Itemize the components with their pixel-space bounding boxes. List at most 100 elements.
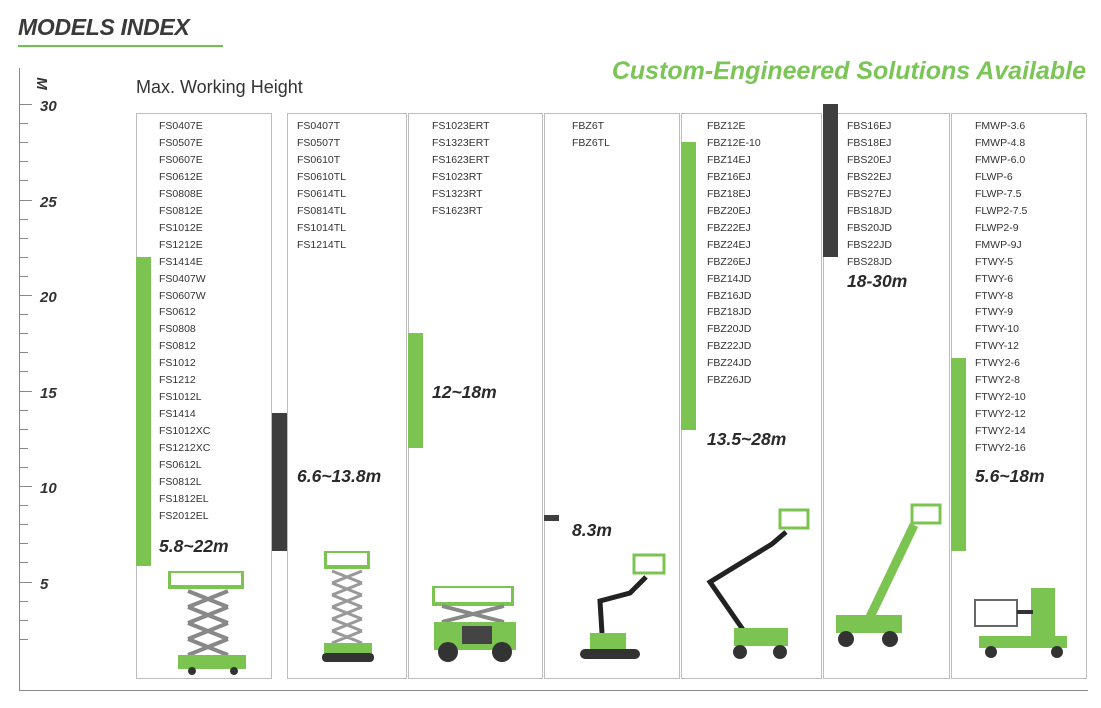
minor-tick: [19, 352, 28, 353]
tracked-scissor-lift-icon: [322, 551, 374, 662]
tick-label: 15: [40, 385, 57, 402]
minor-tick: [19, 524, 28, 525]
tick-label: 10: [40, 480, 57, 497]
model-column: [287, 113, 407, 679]
minor-tick: [19, 333, 28, 334]
minor-tick: [19, 429, 28, 430]
minor-tick: [19, 639, 28, 640]
model-name: FS1414: [159, 408, 196, 421]
tick-label: 30: [40, 98, 57, 115]
model-name: FS0610T: [297, 153, 341, 166]
model-name: FBS18EJ: [847, 136, 892, 149]
model-name: FTWY-12: [975, 340, 1019, 353]
height-range-bar: [408, 333, 423, 448]
minor-tick: [19, 448, 28, 449]
model-name: FS0607E: [159, 153, 203, 166]
base-line: [19, 690, 1088, 691]
model-name: FS1023ERT: [432, 120, 490, 132]
height-range-bar: [823, 104, 838, 257]
minor-tick: [19, 276, 28, 277]
model-name: FLWP-7.5: [975, 187, 1022, 200]
minor-tick: [19, 371, 28, 372]
tick-label: 25: [40, 194, 57, 211]
model-name: FS0407W: [159, 272, 206, 285]
model-name: FBZ16EJ: [707, 170, 751, 183]
model-name: FBZ22JD: [707, 340, 752, 353]
model-name: FTWY-8: [975, 289, 1014, 302]
model-name: FBZ26JD: [707, 374, 752, 387]
model-name: FBS22JD: [847, 238, 892, 251]
model-name: FS0614TL: [297, 187, 347, 200]
model-name: FS1214TL: [297, 238, 347, 251]
model-name: FTWY-5: [975, 255, 1014, 268]
model-name: FBZ12E-10: [707, 136, 761, 149]
minor-tick: [19, 257, 28, 258]
model-name: FBZ18JD: [707, 306, 752, 319]
title-underline: [18, 45, 223, 47]
model-name: FMWP-4.8: [975, 136, 1026, 149]
height-range-label: 18-30m: [847, 271, 908, 291]
model-name: FS2012EL: [159, 509, 209, 522]
height-range-bar: [951, 358, 966, 551]
model-name: FS1023RT: [432, 170, 483, 183]
model-name: FS0612: [159, 306, 196, 319]
major-tick: [19, 486, 32, 487]
model-name: FTWY2-10: [975, 391, 1026, 404]
height-range-label: 12~18m: [432, 382, 497, 402]
model-name: FS0507E: [159, 136, 203, 149]
rough-terrain-scissor-lift-icon: [432, 586, 516, 662]
model-name: FBZ22EJ: [707, 221, 751, 234]
chart-subtitle: Max. Working Height: [136, 77, 303, 97]
model-name: FS1012E: [159, 221, 203, 234]
model-column: [408, 113, 543, 679]
model-name: FMWP-6.0: [975, 153, 1026, 166]
model-name: FBS27EJ: [847, 187, 892, 200]
model-name: FS1323ERT: [432, 136, 490, 149]
model-name: FBZ14EJ: [707, 153, 751, 166]
minor-tick: [19, 219, 28, 220]
height-range-bar: [544, 515, 559, 521]
articulating-boom-lift-icon: [706, 508, 810, 659]
minor-tick: [19, 562, 28, 563]
minor-tick: [19, 142, 28, 143]
scissor-lift-icon: [168, 571, 246, 675]
height-range-label: 8.3m: [572, 520, 612, 540]
model-name: FBS18JD: [847, 204, 892, 217]
height-range-bar: [681, 142, 696, 430]
vertical-mast-lift-icon: [974, 588, 1067, 658]
model-name: FS1012XC: [159, 425, 211, 438]
model-column: [544, 113, 680, 679]
major-tick: [19, 104, 32, 105]
page-title: MODELS INDEX: [18, 14, 190, 40]
model-name: FBZ16JD: [707, 289, 752, 302]
major-tick: [19, 391, 32, 392]
major-tick: [19, 582, 32, 583]
minor-tick: [19, 161, 28, 162]
model-name: FBZ24JD: [707, 357, 752, 370]
model-name: FLWP-6: [975, 170, 1013, 183]
model-name: FS0812L: [159, 476, 202, 489]
model-name: FBZ12E: [707, 120, 746, 132]
model-name: FS0407T: [297, 120, 341, 132]
model-name: FTWY2-12: [975, 408, 1026, 421]
model-name: FTWY-9: [975, 306, 1014, 319]
tagline: Custom-Engineered Solutions Available: [611, 57, 1086, 85]
height-range-label: 6.6~13.8m: [297, 466, 382, 486]
model-name: FS1623RT: [432, 204, 483, 217]
model-name: FS1414E: [159, 255, 203, 268]
model-name: FS0607W: [159, 289, 206, 302]
model-name: FLWP2-7.5: [975, 204, 1028, 217]
model-name: FBS28JD: [847, 255, 892, 268]
minor-tick: [19, 180, 28, 181]
tracked-boom-lift-icon: [580, 553, 666, 659]
model-name: FTWY-10: [975, 323, 1019, 336]
model-name: FBZ6T: [572, 120, 605, 132]
minor-tick: [19, 410, 28, 411]
model-name: FS1812EL: [159, 492, 209, 505]
model-name: FS0610TL: [297, 170, 347, 183]
model-name: FS1212XC: [159, 442, 211, 455]
model-name: FTWY2-14: [975, 425, 1026, 438]
model-name: FS0507T: [297, 136, 341, 149]
